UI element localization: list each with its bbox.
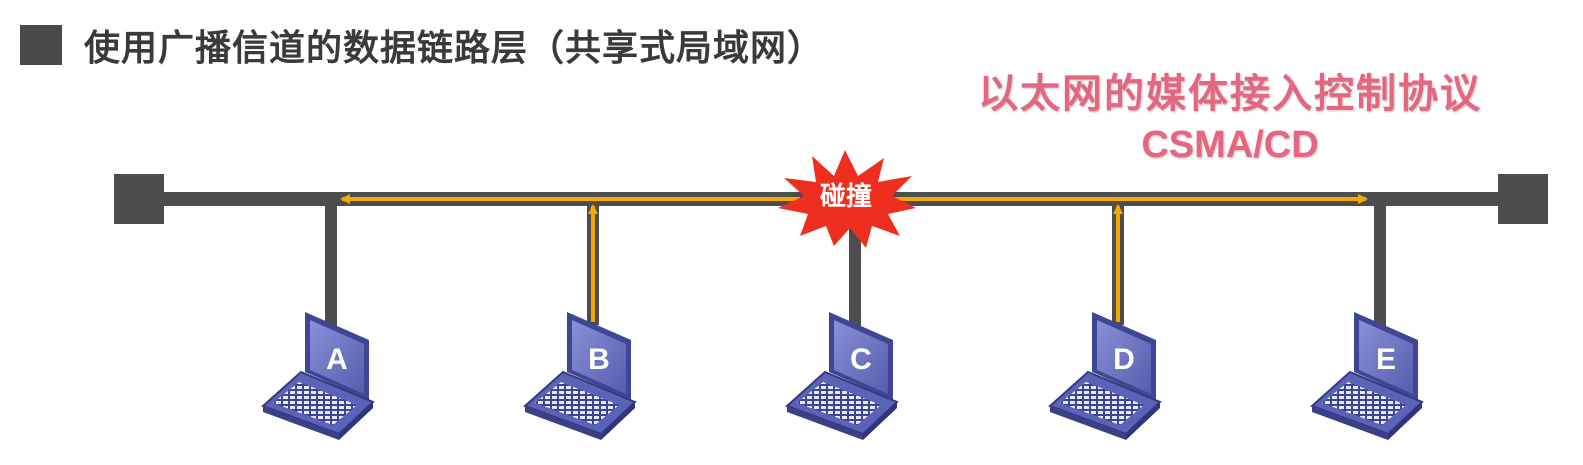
protocol-caption: 以太网的媒体接入控制协议 CSMA/CD	[960, 68, 1500, 170]
protocol-name: 以太网的媒体接入控制协议	[978, 72, 1482, 116]
laptop-a: A	[261, 312, 375, 440]
drop-line-a	[325, 200, 337, 335]
host-label-d: D	[1113, 343, 1135, 376]
laptop-c: C	[785, 312, 899, 440]
host-label-c: C	[850, 343, 872, 376]
laptop-e: E	[1310, 312, 1424, 440]
protocol-acronym: CSMA/CD	[1141, 124, 1319, 166]
laptop-icon	[1310, 312, 1424, 440]
host-label-a: A	[326, 343, 348, 376]
laptop-icon	[523, 312, 637, 440]
laptop-icon	[1048, 312, 1162, 440]
slide-title: 使用广播信道的数据链路层（共享式局域网）	[20, 20, 824, 70]
laptop-d: D	[1048, 312, 1162, 440]
bus-terminator-left	[114, 174, 164, 224]
laptop-icon	[785, 312, 899, 440]
collision-burst-icon	[778, 150, 916, 248]
title-text: 使用广播信道的数据链路层（共享式局域网）	[84, 28, 825, 69]
collision-label: 碰撞	[820, 182, 872, 212]
drop-line-e	[1374, 200, 1386, 330]
bus-terminator-right	[1498, 174, 1548, 224]
title-bullet-square	[20, 25, 62, 65]
host-label-e: E	[1376, 343, 1396, 376]
collision-burst: 碰撞	[778, 150, 916, 248]
host-label-b: B	[588, 343, 610, 376]
laptop-icon	[261, 312, 375, 440]
laptop-b: B	[523, 312, 637, 440]
